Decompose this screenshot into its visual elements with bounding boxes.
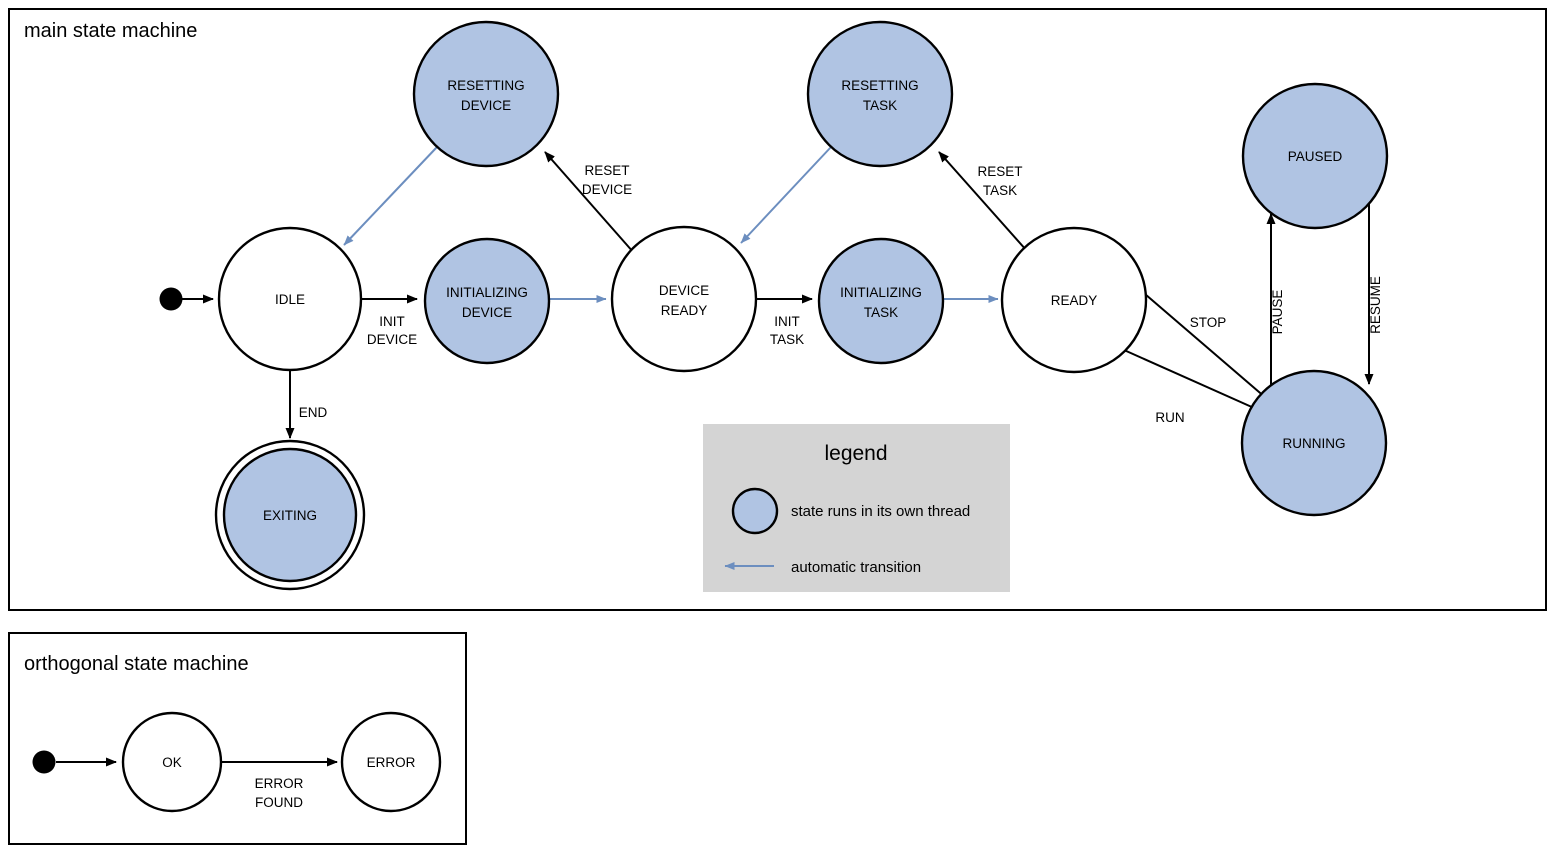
state-initializing-task-label-line1: INITIALIZING: [840, 285, 922, 300]
state-ready-label: READY: [1051, 293, 1098, 308]
edge-label-error-found-line1: ERROR: [255, 776, 304, 791]
state-initializing-task-label-line2: TASK: [864, 305, 898, 320]
legend: legend state runs in its own thread auto…: [703, 424, 1010, 592]
edge-label-end: END: [299, 405, 328, 420]
main-frame-title: main state machine: [24, 20, 197, 42]
state-initializing-device[interactable]: INITIALIZING DEVICE: [423, 237, 551, 365]
edge-running-to-ready: [1130, 281, 1267, 399]
edge-label-run: RUN: [1155, 410, 1184, 425]
edge-ready-to-running: [1123, 349, 1264, 413]
edge-label-init-device-line1: INIT: [379, 314, 405, 329]
legend-title: legend: [824, 442, 887, 465]
state-exiting[interactable]: EXITING: [214, 439, 366, 591]
edge-label-reset-task-line1: RESET: [977, 164, 1022, 179]
state-paused[interactable]: PAUSED: [1241, 82, 1389, 230]
orthogonal-frame-title: orthogonal state machine: [24, 653, 249, 675]
edge-device-ready-to-resetting-device: [544, 151, 635, 254]
state-device-ready-label-line2: READY: [661, 303, 708, 318]
state-error[interactable]: ERROR: [340, 711, 442, 813]
edge-label-reset-task-line2: TASK: [983, 183, 1017, 198]
state-paused-label: PAUSED: [1288, 149, 1343, 164]
state-idle[interactable]: IDLE: [217, 226, 363, 372]
edge-resetting-device-to-idle: [343, 146, 438, 246]
orthogonal-frame: [8, 632, 467, 845]
state-resetting-task[interactable]: RESETTING TASK: [806, 20, 954, 168]
state-ok[interactable]: OK: [121, 711, 223, 813]
legend-thread-swatch: [731, 487, 779, 535]
state-initializing-task[interactable]: INITIALIZING TASK: [817, 237, 945, 365]
state-resetting-task-label-line2: TASK: [863, 98, 897, 113]
initial-pseudostate-main: [159, 287, 183, 311]
state-ready[interactable]: READY: [1000, 226, 1148, 374]
state-device-ready[interactable]: DEVICE READY: [610, 225, 758, 373]
edge-label-init-task-line1: INIT: [774, 314, 800, 329]
edge-label-init-task-line2: TASK: [770, 332, 804, 347]
state-resetting-task-label-line1: RESETTING: [841, 78, 918, 93]
main-frame: [8, 8, 1547, 611]
state-initializing-device-label-line1: INITIALIZING: [446, 285, 528, 300]
edge-label-pause: PAUSE: [1270, 290, 1285, 335]
state-device-ready-label-line1: DEVICE: [659, 283, 709, 298]
edge-ready-to-resetting-task: [938, 151, 1028, 252]
legend-thread-label: state runs in its own thread: [791, 503, 970, 520]
state-ok-label: OK: [162, 755, 182, 770]
edge-label-init-device-line2: DEVICE: [367, 332, 417, 347]
state-running-label: RUNNING: [1283, 436, 1346, 451]
state-running[interactable]: RUNNING: [1240, 369, 1388, 517]
state-error-label: ERROR: [367, 755, 416, 770]
state-idle-label: IDLE: [275, 292, 305, 307]
edge-label-stop: STOP: [1190, 315, 1227, 330]
state-resetting-device-label-line2: DEVICE: [461, 98, 511, 113]
state-initializing-device-label-line2: DEVICE: [462, 305, 512, 320]
state-resetting-device[interactable]: RESETTING DEVICE: [412, 20, 560, 168]
edge-label-reset-device-line1: RESET: [584, 163, 629, 178]
state-exiting-label: EXITING: [263, 508, 317, 523]
state-resetting-device-label-line1: RESETTING: [447, 78, 524, 93]
edge-label-reset-device-line2: DEVICE: [582, 182, 632, 197]
edge-resetting-task-to-device-ready: [740, 146, 832, 244]
edge-label-resume: RESUME: [1368, 276, 1383, 334]
initial-pseudostate-orthogonal: [32, 750, 56, 774]
edge-label-error-found-line2: FOUND: [255, 795, 303, 810]
legend-auto-label: automatic transition: [791, 559, 921, 576]
